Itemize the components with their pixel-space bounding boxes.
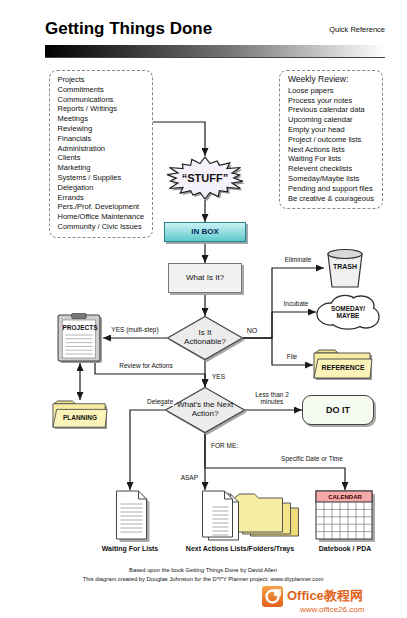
- node-label: DO IT: [326, 405, 350, 415]
- list-item: Loose papers: [288, 86, 374, 96]
- node-label: IN BOX: [191, 228, 219, 237]
- list-item: Delegation: [58, 183, 145, 193]
- stuff-burst: “STUFF”: [163, 156, 247, 200]
- branch-label: FOR ME:: [211, 442, 238, 449]
- input-list: ProjectsCommitmentsCommunicationsReports…: [49, 70, 154, 238]
- flow-arrow: [95, 363, 205, 387]
- list-item: Financials: [58, 134, 145, 144]
- footer-note: Based upon the book Getting Things Done …: [129, 567, 277, 573]
- list-item: Reports / Writings: [58, 104, 145, 114]
- edge-label: File: [286, 353, 298, 360]
- flow-arrow: [243, 338, 313, 365]
- list-item: Clients: [58, 153, 145, 163]
- flow-arrow: [205, 433, 345, 490]
- trash-can: TRASH: [324, 248, 366, 288]
- title-bar: [45, 45, 385, 57]
- node-label: Datebook / PDA: [319, 545, 372, 553]
- subtitle: Quick Reference: [329, 26, 385, 34]
- list-item: Next Actions lists: [288, 145, 374, 155]
- list-item: Relevent checklists: [288, 164, 374, 174]
- list-item: Commitments: [58, 85, 145, 95]
- process-box: What Is It?: [168, 263, 242, 293]
- node-label: SOMEDAY/ MAYBE: [327, 305, 369, 320]
- list-item: Empty your head: [288, 125, 374, 135]
- edge-label: Review for Actions: [118, 362, 173, 369]
- node-label: CALENDAR: [312, 493, 378, 501]
- list-item: Pers./Prof. Development: [58, 202, 145, 212]
- reference-folder: REFERENCE: [313, 349, 373, 381]
- node-label: REFERENCE: [321, 364, 364, 372]
- list-item: Previous calendar data: [288, 105, 374, 115]
- edge-label: Delegate: [146, 398, 174, 405]
- list-item: Projects: [58, 75, 145, 85]
- projects-clipboard: PROJECTS: [57, 313, 103, 363]
- node-shape: [181, 490, 300, 542]
- edge-label: Incubate: [283, 300, 310, 307]
- planning-folder: PLANNING: [52, 400, 108, 430]
- branch-label: NO: [247, 327, 258, 335]
- list-item: Pending and support files: [288, 184, 374, 194]
- title-rule: [45, 57, 385, 58]
- decision-diamond: What's the Next Action?: [165, 387, 245, 433]
- calendar-icon: CALENDAR Datebook / PDA: [312, 490, 378, 553]
- in-box-tray: IN BOX: [164, 222, 246, 242]
- someday-cloud: SOMEDAY/ MAYBE: [316, 294, 380, 330]
- flow-arrow: [204, 242, 205, 263]
- flow-arrow: [243, 312, 316, 338]
- node-label: TRASH: [333, 263, 357, 271]
- flow-arrow: [245, 409, 302, 410]
- action-box: DO IT: [302, 395, 374, 425]
- list-item: Waiting For lists: [288, 154, 374, 164]
- flow-arrow: [204, 200, 205, 222]
- node-label: Is It Actionable?: [179, 329, 231, 347]
- edge-label: YES (multi-step): [110, 326, 159, 333]
- flow-arrow: [153, 122, 205, 156]
- decision-diamond: Is It Actionable?: [167, 316, 243, 360]
- list-item: Community / Civic Issues: [58, 222, 145, 232]
- node-label: What's the Next Action?: [176, 401, 234, 419]
- footer-note: This diagram created by Douglas Johnston…: [83, 576, 324, 582]
- list-item: Errands: [58, 193, 145, 203]
- watermark-logo: [262, 586, 283, 607]
- node-label: PROJECTS: [62, 324, 97, 331]
- list-item: Be creative & courageous: [288, 194, 374, 204]
- list-item: Administration: [58, 144, 145, 154]
- edge-label: Less than 2 minutes: [249, 391, 295, 405]
- flow-arrow: [243, 268, 324, 338]
- list-heading: Weekly Review:: [288, 75, 374, 85]
- list-item: Project / outcome lists: [288, 135, 374, 145]
- list-item: Someday/Maybe lists: [288, 174, 374, 184]
- node-label: Next Actions Lists/Folders/Trays: [186, 545, 294, 553]
- next-actions-docs: Next Actions Lists/Folders/Trays: [181, 490, 300, 553]
- watermark-url: www.office26.com: [300, 606, 364, 615]
- flow-arrow: [204, 360, 205, 387]
- node-label: “STUFF”: [182, 172, 228, 184]
- list-item: Communications: [58, 95, 145, 105]
- node-shape: [57, 313, 103, 363]
- node-label: PLANNING: [63, 414, 97, 421]
- watermark: Office教程网: [287, 589, 363, 603]
- node-label: What Is It?: [186, 274, 224, 283]
- edge-label: ASAP: [180, 474, 199, 481]
- flow-arrow: [79, 363, 80, 400]
- flow-arrow: [103, 337, 167, 338]
- edge-label: YES: [211, 373, 226, 380]
- list-item: Upcoming calendar: [288, 115, 374, 125]
- node-label: Waiting For Lists: [102, 545, 159, 553]
- list-item: Home/Office Maintenance: [58, 212, 145, 222]
- list-item: Marketing: [58, 163, 145, 173]
- list-item: Systems / Supplies: [58, 173, 145, 183]
- edge-label: Specific Date or Time: [280, 455, 344, 462]
- flow-arrow: [130, 410, 165, 490]
- list-item: Process your notes: [288, 96, 374, 106]
- diagram-title: Getting Things Done: [45, 20, 212, 39]
- waiting-docs: Waiting For Lists: [97, 490, 164, 553]
- list-item: Reviewing: [58, 124, 145, 134]
- edge-label: Eliminate: [284, 256, 313, 263]
- flow-arrow: [204, 293, 205, 316]
- node-shape: [97, 490, 164, 542]
- list-item: Meetings: [58, 114, 145, 124]
- review-list: Weekly Review:Loose papersProcess your n…: [279, 70, 383, 209]
